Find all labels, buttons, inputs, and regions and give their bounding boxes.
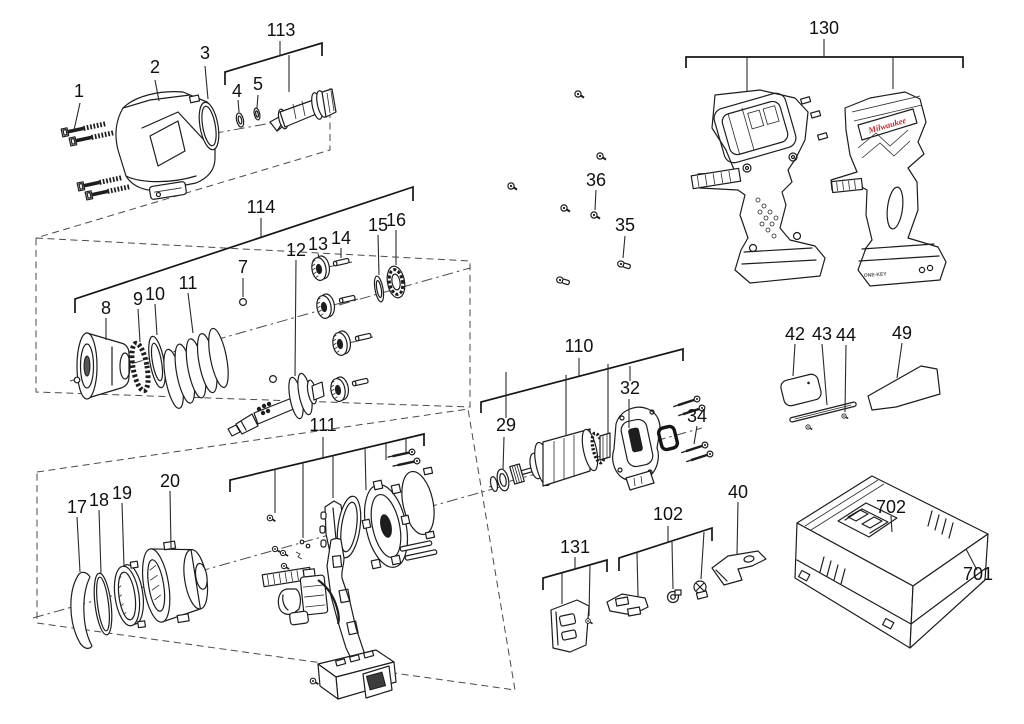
label-part-44: 44 xyxy=(836,325,856,345)
group-brackets xyxy=(74,39,964,590)
label-part-1: 1 xyxy=(74,81,84,101)
label-part-18: 18 xyxy=(89,490,109,510)
label-part-113: 113 xyxy=(267,20,296,40)
label-part-702: 702 xyxy=(876,497,906,517)
battery-terminal xyxy=(309,649,397,700)
label-part-40: 40 xyxy=(728,482,748,502)
label-part-34: 34 xyxy=(687,406,707,426)
label-part-12: 12 xyxy=(286,240,306,260)
label-part-49: 49 xyxy=(892,323,912,343)
label-part-5: 5 xyxy=(253,74,263,94)
part-32-end-bell xyxy=(612,406,680,491)
gasket xyxy=(336,495,362,559)
part-11-spring xyxy=(163,327,229,409)
part-8-hammer xyxy=(73,332,131,400)
part-130-housing-right-half: Milwaukee ONE-KEY xyxy=(830,91,947,287)
label-part-4: 4 xyxy=(232,81,242,101)
label-part-29: 29 xyxy=(496,415,516,435)
label-part-20: 20 xyxy=(160,471,180,491)
label-part-701: 701 xyxy=(963,564,993,584)
part-40-belt-clip xyxy=(711,550,767,586)
honeycomb-texture xyxy=(755,197,779,239)
part-102-small-parts xyxy=(606,580,709,617)
part-12-camshaft xyxy=(227,372,325,437)
label-part-42: 42 xyxy=(785,324,805,344)
label-part-10: 10 xyxy=(145,284,165,304)
case-latch-right xyxy=(927,510,954,539)
label-part-8: 8 xyxy=(101,298,111,318)
label-part-114: 114 xyxy=(247,197,276,217)
part-29-washers xyxy=(489,468,510,492)
label-part-7: 7 xyxy=(238,257,248,277)
part-44-screw xyxy=(841,413,849,420)
part-42-pad xyxy=(780,373,822,407)
label-part-9: 9 xyxy=(133,289,143,309)
part-9-bearing-ring xyxy=(129,340,151,394)
label-part-19: 19 xyxy=(112,483,132,503)
part-702-case-handle xyxy=(837,502,898,538)
label-part-130: 130 xyxy=(809,18,839,38)
label-part-110: 110 xyxy=(565,336,594,356)
label-part-43: 43 xyxy=(812,324,832,344)
part-3-ring xyxy=(198,101,220,151)
part-36-screws xyxy=(506,89,607,220)
label-part-111: 111 xyxy=(309,415,336,435)
label-part-13: 13 xyxy=(308,234,328,254)
label-part-17: 17 xyxy=(67,497,87,517)
label-part-36: 36 xyxy=(586,170,606,190)
gearbox-plate xyxy=(361,466,436,570)
group-leader-lines xyxy=(73,55,978,617)
part-130-housing-left-half xyxy=(690,89,829,284)
trigger-switch xyxy=(261,566,329,626)
label-part-11: 11 xyxy=(179,273,198,293)
part-2-front-housing xyxy=(115,91,216,200)
part-49-insert xyxy=(867,365,941,411)
label-part-35: 35 xyxy=(615,215,635,235)
part-19-ring-gear xyxy=(113,560,147,629)
part-20-gear-case xyxy=(141,540,209,624)
part-7-balls xyxy=(239,298,278,384)
part-14-pins xyxy=(332,257,372,387)
part-17-shim xyxy=(70,571,93,649)
part-35-screws xyxy=(555,259,632,287)
part-113-anvil-assembly xyxy=(269,88,337,132)
part-18-o-ring xyxy=(93,572,113,636)
label-part-131: 131 xyxy=(560,537,590,557)
part-131-led-mount xyxy=(550,599,594,653)
label-part-32: 32 xyxy=(620,378,640,398)
case-latch-left xyxy=(819,556,846,585)
part-110-rotor xyxy=(509,428,611,487)
part-13-gears xyxy=(309,254,353,404)
part-43-strip xyxy=(789,401,857,431)
label-part-102: 102 xyxy=(653,504,683,524)
group-part-labels: 1 2 3 4 5 7 8 9 10 11 12 13 14 15 16 17 … xyxy=(67,18,993,584)
part-16-bearing xyxy=(386,265,406,299)
part-111-assembly xyxy=(261,447,438,700)
part-701-case xyxy=(794,475,989,649)
label-part-16: 16 xyxy=(386,210,406,230)
label-part-14: 14 xyxy=(331,228,351,248)
label-part-15: 15 xyxy=(368,215,388,235)
part-5-washer xyxy=(253,107,261,121)
label-part-2: 2 xyxy=(150,57,160,77)
one-key-label: ONE-KEY xyxy=(864,271,888,279)
label-part-3: 3 xyxy=(200,43,210,63)
part-15-retaining-ring xyxy=(373,275,385,303)
part-4-washer xyxy=(235,112,245,128)
